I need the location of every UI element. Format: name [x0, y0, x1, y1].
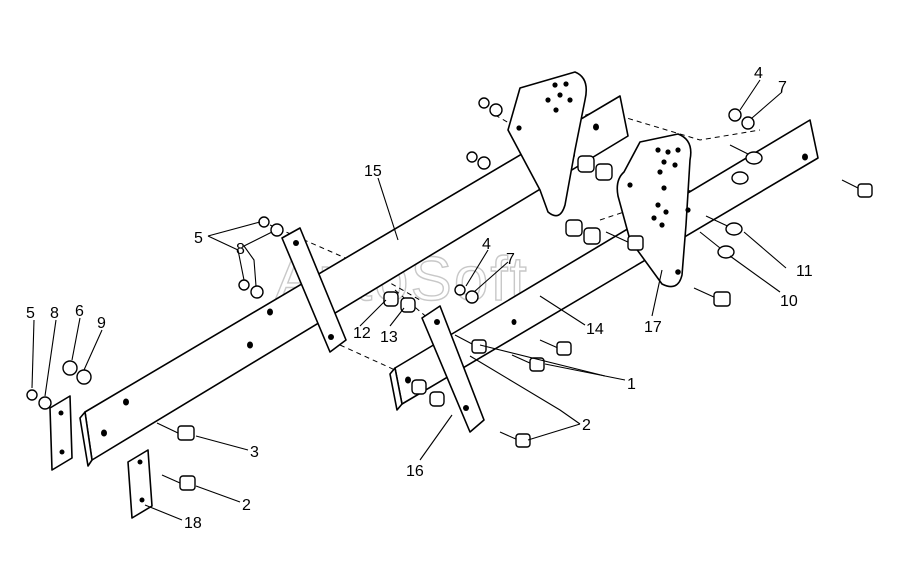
pins	[699, 144, 763, 259]
callout-16: 16	[406, 463, 424, 480]
callout-2-left: 2	[242, 497, 251, 514]
callout-15: 15	[364, 163, 382, 180]
mount-plate-part-17	[616, 133, 692, 288]
callout-12: 12	[353, 325, 371, 342]
clamp-plate-upper	[281, 227, 347, 353]
upper-mount-plate	[507, 71, 588, 217]
callout-7-top: 7	[778, 79, 787, 96]
bolts	[156, 179, 873, 491]
spacers	[383, 155, 613, 407]
nuts-and-washers	[26, 97, 755, 410]
callout-4-top: 4	[754, 65, 763, 82]
main-beam-part-15	[79, 95, 629, 467]
clamp-plate-part-16	[421, 305, 485, 433]
callout-7-middle: 7	[506, 251, 515, 268]
callout-labels: 15 17 14 16 18 1 2 2 3 4 4 5 5 6 7 7 8 8…	[26, 65, 813, 532]
leader-lines	[31, 79, 787, 521]
callout-9: 9	[97, 315, 106, 332]
callout-14: 14	[586, 321, 604, 338]
callout-6: 6	[75, 303, 84, 320]
callout-17: 17	[644, 319, 662, 336]
callout-1: 1	[627, 376, 636, 393]
callout-2-right: 2	[582, 417, 591, 434]
callout-10: 10	[780, 293, 798, 310]
callout-8-lower: 8	[50, 305, 59, 322]
callout-3: 3	[250, 444, 259, 461]
small-plate-left	[49, 395, 73, 471]
callout-4-middle: 4	[482, 236, 491, 253]
callout-5-lower: 5	[26, 305, 35, 322]
callout-11: 11	[796, 263, 813, 280]
callout-8-upper: 8	[236, 241, 245, 258]
callout-18: 18	[184, 515, 202, 532]
callout-5-upper: 5	[194, 230, 203, 247]
callout-13: 13	[380, 329, 398, 346]
plate-part-18	[127, 449, 153, 519]
